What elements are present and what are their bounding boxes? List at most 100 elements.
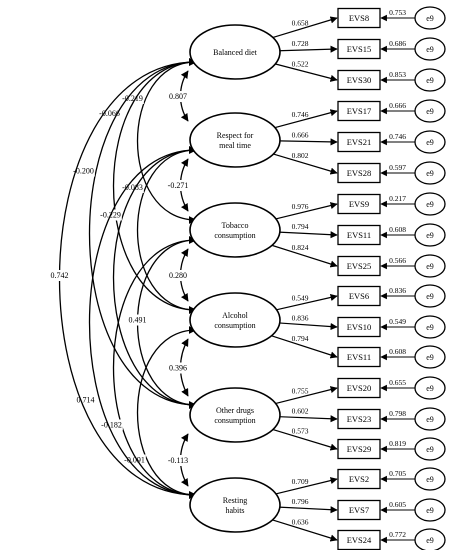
residual-label: 0.608 bbox=[389, 347, 406, 356]
error-term: e9 bbox=[414, 254, 446, 278]
indicator-evs7: EVS7 bbox=[337, 499, 381, 521]
latent-balanced-diet: Balanced diet bbox=[189, 24, 281, 80]
loading-label: 0.746 bbox=[292, 110, 309, 119]
indicator-box bbox=[337, 100, 381, 122]
error-label: e9 bbox=[426, 323, 434, 332]
loading-label: 0.794 bbox=[292, 334, 309, 343]
error-term: e9 bbox=[414, 130, 446, 154]
correlation-label: -0.091 bbox=[124, 456, 145, 465]
indicator-evs8: EVS8 bbox=[337, 7, 381, 29]
residual-label: 0.746 bbox=[389, 132, 406, 141]
loading-label: 0.976 bbox=[292, 202, 309, 211]
latent-ellipse bbox=[189, 24, 281, 80]
error-ellipse bbox=[414, 6, 446, 30]
correlation-label-bg bbox=[49, 270, 70, 281]
error-label: e9 bbox=[426, 14, 434, 23]
latent-label: Other drugs bbox=[216, 406, 254, 415]
error-ellipse bbox=[414, 68, 446, 92]
correlation-label-bg bbox=[100, 419, 123, 431]
error-term: e9 bbox=[414, 223, 446, 247]
error-label: e9 bbox=[426, 262, 434, 271]
correlation-label: 0.491 bbox=[129, 316, 147, 325]
error-term: e9 bbox=[414, 528, 446, 550]
correlation-arc bbox=[112, 146, 197, 409]
correlation-label: -0.182 bbox=[101, 421, 122, 430]
correlation-label: -0.219 bbox=[122, 94, 143, 103]
error-label: e9 bbox=[426, 138, 434, 147]
indicator-label: EVS23 bbox=[347, 414, 372, 424]
latent-label: consumption bbox=[214, 321, 255, 330]
error-label: e9 bbox=[426, 292, 434, 301]
loading-path bbox=[278, 415, 338, 423]
error-ellipse bbox=[414, 376, 446, 400]
indicator-label: EVS20 bbox=[347, 383, 372, 393]
indicator-box bbox=[337, 408, 381, 430]
error-term: e9 bbox=[414, 37, 446, 61]
indicator-label: EVS2 bbox=[349, 474, 369, 484]
loading-label: 0.796 bbox=[292, 497, 309, 506]
latent-label: consumption bbox=[214, 416, 255, 425]
latent-label: Respect for bbox=[217, 131, 254, 140]
loading-label: 0.709 bbox=[292, 477, 309, 486]
residual-label: 0.597 bbox=[389, 163, 406, 172]
residual-label: 0.666 bbox=[389, 101, 406, 110]
loading-path bbox=[272, 16, 338, 39]
residual-label: 0.566 bbox=[389, 256, 406, 265]
latent-label: Resting bbox=[223, 496, 247, 505]
indicator-evs11: EVS11 bbox=[337, 224, 381, 246]
residual-label: 0.605 bbox=[389, 500, 406, 509]
loading-path bbox=[278, 506, 338, 514]
residual-label: 0.655 bbox=[389, 378, 406, 387]
error-label: e9 bbox=[426, 506, 434, 515]
indicator-evs29: EVS29 bbox=[337, 438, 381, 460]
indicator-box bbox=[337, 377, 381, 399]
correlation-label-bg bbox=[72, 165, 95, 177]
loading-label: 0.802 bbox=[292, 151, 309, 160]
indicator-evs25: EVS25 bbox=[337, 255, 381, 277]
loading-path bbox=[278, 45, 338, 53]
correlation-label-bg bbox=[98, 108, 121, 119]
error-label: e9 bbox=[426, 107, 434, 116]
indicator-box bbox=[337, 255, 381, 277]
indicator-label: EVS17 bbox=[347, 106, 372, 116]
residual-label: 0.608 bbox=[389, 225, 406, 234]
error-label: e9 bbox=[426, 415, 434, 424]
error-term: e9 bbox=[414, 161, 446, 185]
residual-label: 0.549 bbox=[389, 317, 406, 326]
error-term: e9 bbox=[414, 376, 446, 400]
indicator-evs17: EVS17 bbox=[337, 100, 381, 122]
indicator-box bbox=[337, 438, 381, 460]
indicator-box bbox=[337, 285, 381, 307]
loading-path bbox=[274, 386, 338, 405]
error-label: e9 bbox=[426, 353, 434, 362]
error-term: e9 bbox=[414, 498, 446, 522]
loading-label: 0.602 bbox=[292, 407, 309, 416]
loading-label: 0.549 bbox=[292, 293, 309, 302]
indicator-evs21: EVS21 bbox=[337, 131, 381, 153]
indicator-box bbox=[337, 346, 381, 368]
correlation-label: 0.742 bbox=[51, 271, 69, 280]
loading-path bbox=[272, 153, 338, 175]
error-term: e9 bbox=[414, 437, 446, 461]
correlation-label-bg bbox=[168, 270, 188, 281]
indicator-evs11: EVS11 bbox=[337, 346, 381, 368]
correlation-arc bbox=[136, 146, 197, 314]
loading-label: 0.522 bbox=[292, 59, 309, 68]
indicator-label: EVS7 bbox=[349, 505, 369, 515]
indicator-box bbox=[337, 499, 381, 521]
loading-path bbox=[275, 293, 338, 311]
loading-label: 0.666 bbox=[292, 130, 309, 139]
loading-label: 0.836 bbox=[292, 313, 309, 322]
loading-path bbox=[278, 231, 338, 239]
indicator-label: EVS11 bbox=[347, 352, 371, 362]
error-label: e9 bbox=[426, 384, 434, 393]
error-ellipse bbox=[414, 345, 446, 369]
residual-label: 0.798 bbox=[389, 409, 406, 418]
loading-path bbox=[272, 428, 338, 451]
residual-label: 0.819 bbox=[389, 439, 406, 448]
indicator-label: EVS15 bbox=[347, 44, 372, 54]
